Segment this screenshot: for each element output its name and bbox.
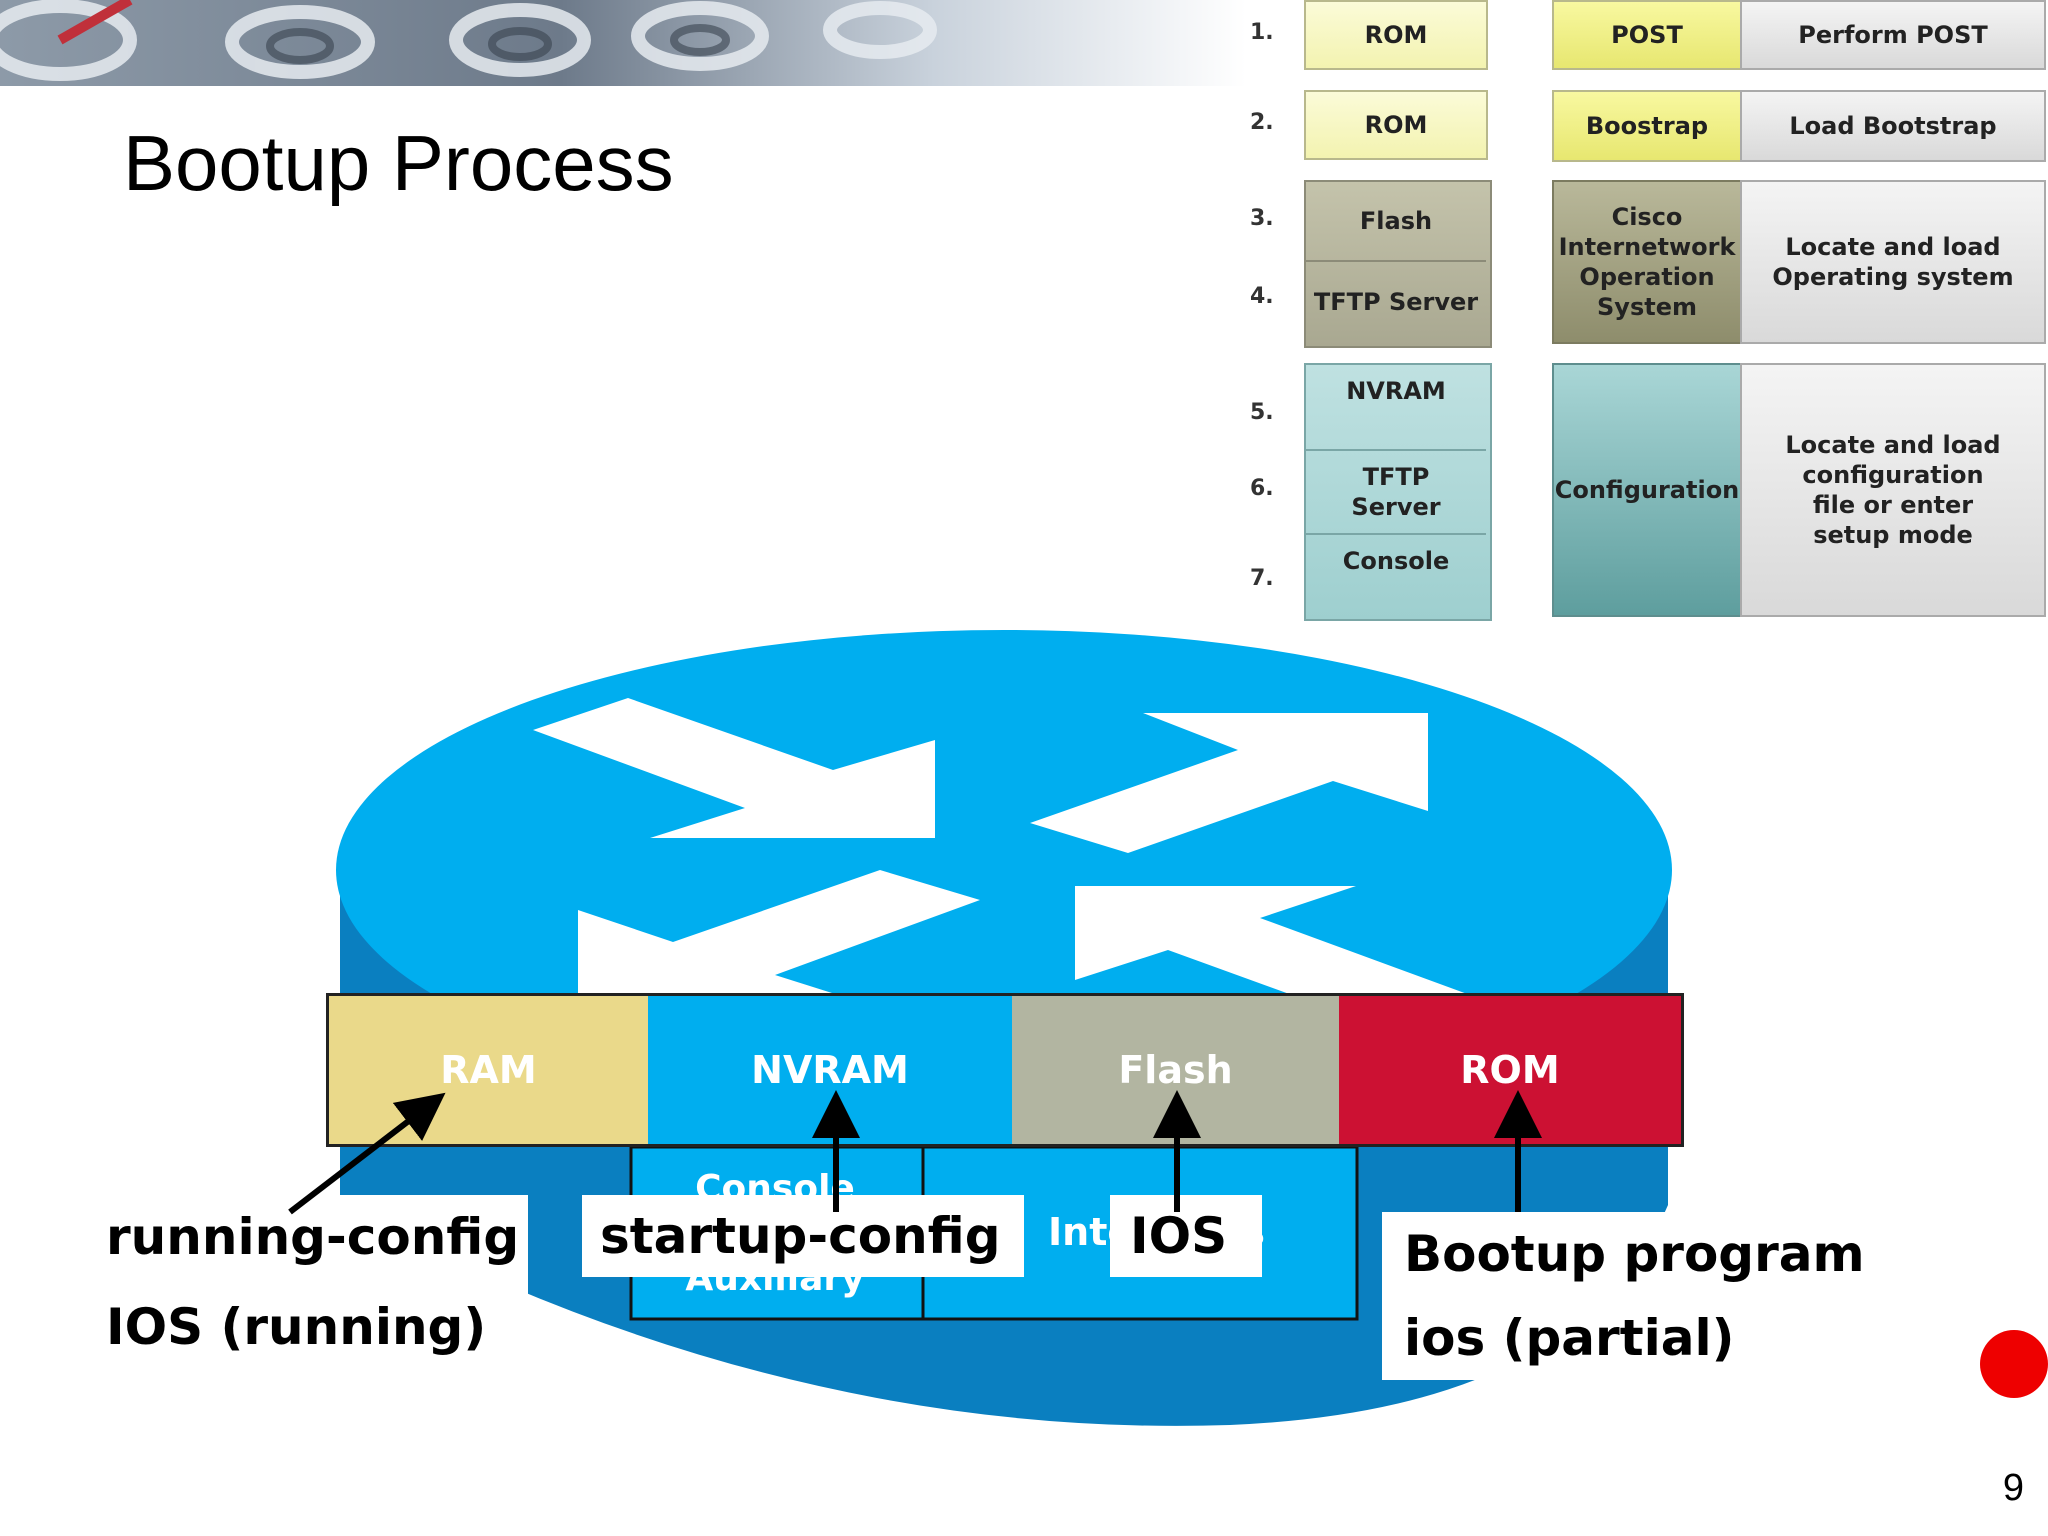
cell-divider [1306,260,1486,262]
boot-sequence-table: 1. 2. 3. 4. 5. 6. 7. ROM POST Perform PO… [1246,0,2048,625]
location-cell-rom: ROM [1304,0,1488,70]
callout-running-config: running-config [92,1195,528,1279]
location-group-ios: Flash TFTP Server [1304,180,1492,348]
step-number: 5. [1250,400,1274,425]
callout-ios: IOS [1110,1195,1262,1277]
location-cell-tftp: TFTP Server [1351,463,1441,521]
callout-ios-partial: ios (partial) [1382,1296,1852,1380]
callout-ios-running: IOS (running) [92,1279,528,1375]
location-cell-rom: ROM [1304,90,1488,160]
action-cell: Locate and load Operating system [1740,180,2046,344]
memory-flash: Flash [1012,993,1342,1147]
step-number: 2. [1250,110,1274,135]
step-number: 4. [1250,284,1274,309]
step-number: 3. [1250,206,1274,231]
component-cell-ios: Cisco Internetwork Operation System [1552,180,1742,344]
component-cell-post: POST [1552,0,1742,70]
step-number: 7. [1250,566,1274,591]
callout-bootup-program: Bootup program [1382,1212,1865,1296]
cell-divider [1306,533,1486,535]
callout-startup-config: startup-config [582,1195,1024,1277]
arrow-to-ram [288,1092,446,1215]
location-cell-flash: Flash [1359,207,1433,235]
red-dot-icon [1980,1330,2048,1398]
action-cell: Locate and load configuration file or en… [1740,363,2046,617]
memory-ram: RAM [326,993,651,1147]
router-arrows-icon [533,698,1470,1025]
location-cell-nvram: NVRAM [1346,377,1446,405]
location-group-config: NVRAM TFTP Server Console [1304,363,1492,621]
action-cell: Perform POST [1740,0,2046,70]
location-cell-console: Console [1342,547,1450,575]
banner-image [0,0,1246,86]
page-number: 9 [2002,1467,2024,1509]
header-banner [0,0,1246,86]
cell-divider [1306,449,1486,451]
step-number: 1. [1250,20,1274,45]
location-cell-tftp: TFTP Server [1313,288,1479,316]
action-cell: Load Bootstrap [1740,90,2046,162]
slide-title: Bootup Process [123,119,674,207]
step-number: 6. [1250,476,1274,501]
